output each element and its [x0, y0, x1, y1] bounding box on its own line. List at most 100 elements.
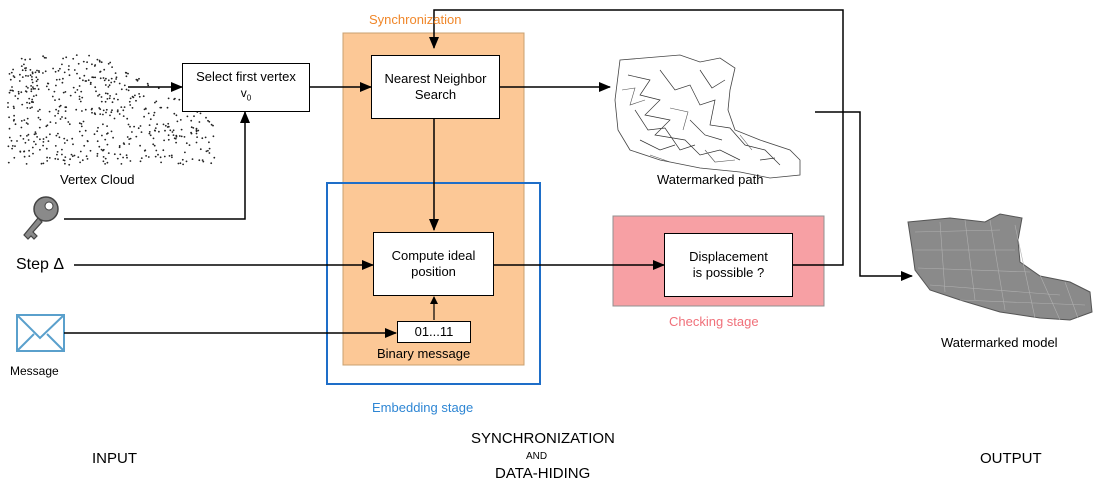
vertex-point [31, 106, 33, 109]
vertex-point [145, 155, 148, 157]
vertex-point [35, 80, 38, 83]
vertex-point [29, 107, 32, 109]
vertex-point [93, 133, 96, 136]
vertex-point [101, 134, 103, 137]
vertex-point [54, 115, 56, 117]
vertex-point [207, 149, 209, 152]
vertex-point [135, 78, 138, 81]
vertex-point [14, 95, 17, 97]
vertex-point [68, 74, 71, 77]
vertex-point [7, 145, 10, 148]
vertex-point [152, 137, 155, 140]
vertex-point [51, 95, 54, 98]
vertex-point [66, 139, 69, 142]
vertex-point [31, 76, 33, 78]
vertex-point [58, 98, 61, 101]
vertex-point [102, 148, 105, 151]
vertex-point [21, 76, 24, 78]
vertex-point [81, 110, 83, 112]
vertex-point [47, 88, 50, 91]
vertex-point [34, 87, 36, 90]
vertex-point [100, 61, 103, 64]
vertex-point [135, 99, 137, 102]
vertex-point [58, 105, 61, 108]
vertex-point [149, 118, 152, 121]
vertex-point [39, 148, 41, 151]
binary-message-box: 01...11 [397, 321, 471, 343]
vertex-point [96, 130, 99, 133]
binary-message-label: Binary message [377, 346, 471, 361]
vertex-point [89, 81, 92, 84]
vertex-point [179, 119, 182, 121]
vertex-point [63, 142, 66, 144]
vertex-point [35, 94, 38, 97]
vertex-point [18, 80, 21, 82]
sync-stage-title-line1: SYNCHRONIZATION [471, 430, 615, 447]
vertex-point [31, 72, 34, 75]
vertex-point [108, 84, 111, 87]
vertex-point [155, 149, 158, 152]
vertex-point [54, 70, 57, 73]
vertex-point [195, 127, 198, 130]
vertex-point [153, 129, 156, 132]
vertex-point [105, 111, 107, 114]
vertex-point [205, 116, 207, 119]
vertex-point [177, 162, 180, 165]
vertex-point [208, 141, 210, 144]
vertex-point [78, 98, 81, 100]
vertex-point [71, 137, 74, 140]
vertex-point [17, 90, 20, 93]
vertex-point [118, 145, 121, 147]
vertex-point [122, 156, 124, 159]
vertex-point [182, 163, 185, 166]
vertex-point [93, 65, 96, 67]
vertex-point [30, 90, 33, 93]
vertex-point [35, 76, 38, 79]
vertex-point [170, 154, 173, 157]
vertex-point [11, 145, 14, 147]
vertex-point [19, 73, 21, 76]
vertex-point [28, 155, 31, 158]
vertex-point [71, 155, 74, 158]
vertex-point [26, 117, 29, 120]
vertex-point [28, 97, 31, 100]
vertex-point [31, 81, 34, 84]
vertex-point [37, 88, 40, 91]
vertex-point [103, 68, 106, 71]
vertex-point [57, 69, 60, 72]
vertex-point [23, 119, 26, 121]
vertex-point [55, 84, 57, 87]
vertex-point [153, 111, 156, 114]
vertex-point [14, 145, 16, 148]
vertex-point [174, 137, 177, 140]
vertex-point [164, 129, 166, 132]
vertex-point [110, 111, 113, 114]
vertex-point [127, 89, 130, 92]
vertex-point [11, 147, 14, 150]
vertex-point [166, 126, 169, 128]
vertex-point [126, 117, 129, 120]
vertex-point [104, 163, 106, 165]
vertex-symbol: v [240, 85, 247, 100]
vertex-point [102, 113, 104, 116]
select-first-vertex-symbol: v0 [241, 85, 251, 106]
vertex-point [109, 61, 112, 64]
vertex-point [67, 68, 70, 71]
vertex-point [154, 155, 157, 158]
vertex-point [82, 79, 84, 82]
vertex-point [190, 119, 193, 122]
vertex-point [195, 132, 198, 135]
vertex-point [152, 143, 155, 146]
vertex-point [96, 140, 99, 143]
vertex-point [104, 100, 107, 103]
vertex-point [147, 156, 150, 158]
vertex-point [142, 95, 145, 98]
vertex-point [19, 134, 22, 137]
vertex-point [210, 162, 213, 165]
vertex-point [197, 129, 200, 132]
vertex-point [109, 95, 111, 97]
sync-stage-title-line2: AND [526, 451, 548, 462]
vertex-point [89, 83, 92, 85]
binary-message-value: 01...11 [414, 324, 454, 339]
vertex-point [134, 94, 136, 97]
